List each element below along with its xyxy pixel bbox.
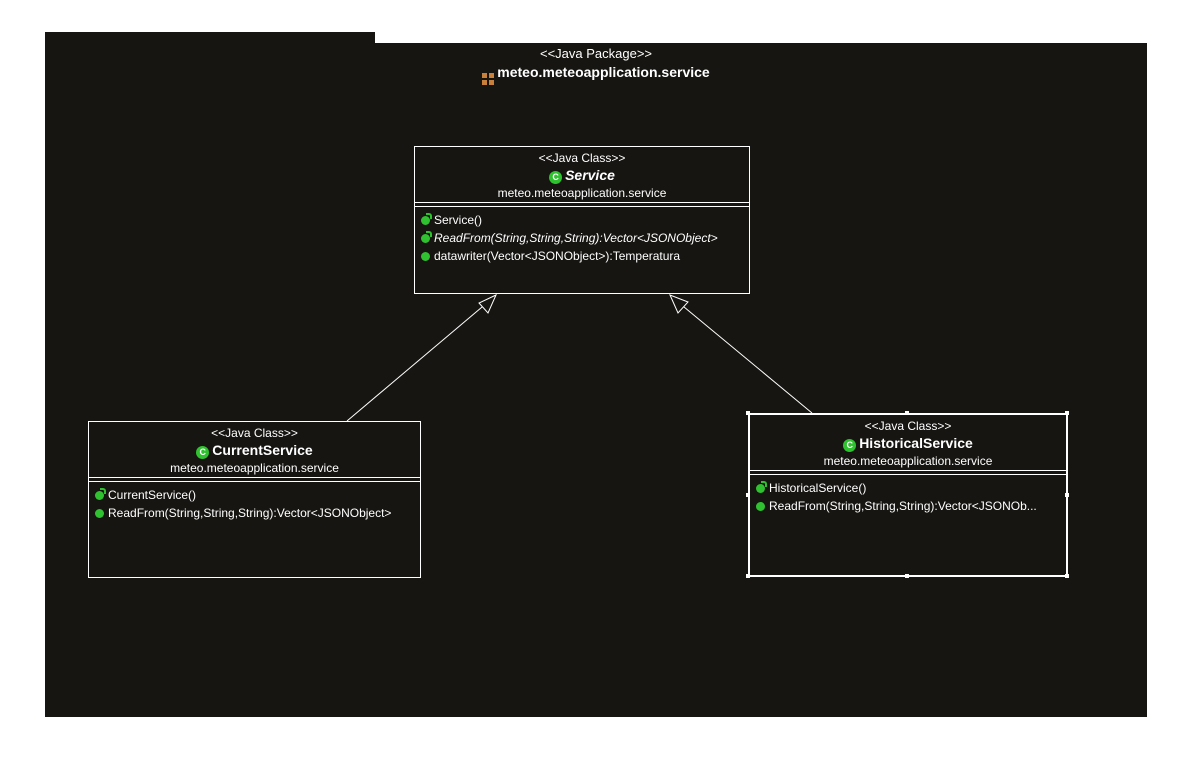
public-method-icon bbox=[421, 251, 430, 261]
current-to-service-arrowhead bbox=[478, 293, 498, 314]
public-method-icon bbox=[756, 501, 765, 511]
package-tab bbox=[45, 32, 375, 43]
abstract-method-icon bbox=[421, 230, 432, 243]
resize-handle-e[interactable] bbox=[1065, 493, 1069, 497]
attributes-compartment bbox=[750, 470, 1066, 475]
package-stereotype: <<Java Package>> bbox=[539, 46, 653, 61]
attributes-compartment bbox=[415, 202, 749, 207]
operation-row[interactable]: ReadFrom(String,String,String):Vector<JS… bbox=[756, 497, 1066, 515]
constructor-icon bbox=[421, 212, 432, 225]
operation-label: CurrentService() bbox=[108, 488, 197, 502]
resize-handle-s[interactable] bbox=[905, 574, 909, 578]
resize-handle-nw[interactable] bbox=[746, 411, 750, 415]
resize-handle-sw[interactable] bbox=[746, 574, 750, 578]
class-name-text: Service bbox=[565, 167, 615, 183]
resize-handle-ne[interactable] bbox=[1065, 411, 1069, 415]
operations-compartment: HistoricalService() ReadFrom(String,Stri… bbox=[750, 475, 1066, 515]
operation-label: ReadFrom(String,String,String):Vector<JS… bbox=[108, 506, 392, 520]
operation-row[interactable]: datawriter(Vector<JSONObject>):Temperatu… bbox=[421, 247, 749, 265]
historical-to-service-edge bbox=[677, 301, 813, 414]
operation-row[interactable]: HistoricalService() bbox=[756, 479, 1066, 497]
operation-label: Service() bbox=[434, 213, 483, 227]
constructor-icon bbox=[756, 480, 767, 493]
package-name: meteo.meteoapplication.service bbox=[497, 64, 710, 80]
operations-compartment: CurrentService() ReadFrom(String,String,… bbox=[89, 482, 420, 522]
constructor-icon bbox=[95, 487, 106, 500]
historical-to-service-arrowhead bbox=[669, 294, 689, 314]
operation-label: ReadFrom(String,String,String):Vector<JS… bbox=[434, 231, 718, 245]
class-stereotype: <<Java Class>> bbox=[864, 419, 952, 433]
resize-handle-se[interactable] bbox=[1065, 574, 1069, 578]
public-method-icon bbox=[95, 508, 104, 518]
operation-label: datawriter(Vector<JSONObject>):Temperatu… bbox=[434, 249, 681, 263]
class-stereotype: <<Java Class>> bbox=[211, 426, 298, 440]
class-name-text: CurrentService bbox=[212, 442, 313, 458]
attributes-compartment bbox=[89, 477, 420, 482]
class-name-text: HistoricalService bbox=[859, 435, 973, 451]
package-title[interactable]: meteo.meteoapplication.service bbox=[45, 64, 1147, 85]
class-icon: C bbox=[549, 171, 563, 184]
operations-compartment: Service() ReadFrom(String,String,String)… bbox=[415, 207, 749, 265]
operation-row[interactable]: ReadFrom(String,String,String):Vector<JS… bbox=[95, 504, 420, 522]
class-package: meteo.meteoapplication.service bbox=[170, 461, 339, 475]
package-icon bbox=[482, 73, 495, 85]
class-icon: C bbox=[196, 446, 210, 459]
class-package: meteo.meteoapplication.service bbox=[497, 186, 667, 200]
class-package: meteo.meteoapplication.service bbox=[823, 454, 993, 468]
class-icon: C bbox=[843, 439, 857, 452]
operation-row[interactable]: CurrentService() bbox=[95, 486, 420, 504]
class-stereotype: <<Java Class>> bbox=[538, 151, 626, 165]
operation-label: HistoricalService() bbox=[769, 481, 867, 495]
current-to-service-edge bbox=[346, 301, 489, 422]
operation-row[interactable]: Service() bbox=[421, 211, 749, 229]
operation-label: ReadFrom(String,String,String):Vector<JS… bbox=[769, 499, 1037, 513]
resize-handle-n[interactable] bbox=[905, 411, 909, 415]
operation-row[interactable]: ReadFrom(String,String,String):Vector<JS… bbox=[421, 229, 749, 247]
resize-handle-w[interactable] bbox=[746, 493, 750, 497]
